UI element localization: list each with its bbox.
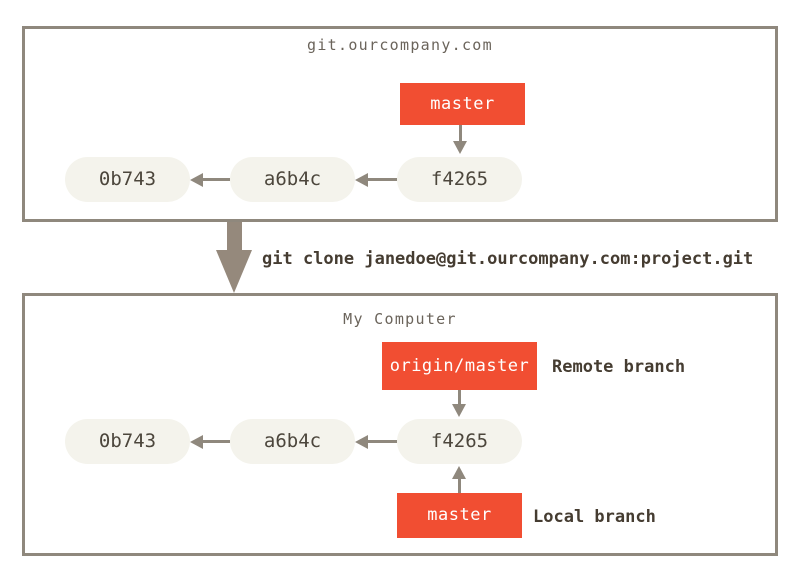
server-commit-arrow-line-2 — [367, 178, 397, 181]
remote-branch-arrowhead-icon — [452, 404, 466, 417]
clone-arrow-shaft — [227, 222, 242, 251]
server-branch-node-master: master — [400, 83, 525, 125]
local-repo-title: My Computer — [343, 310, 457, 328]
local-commit-node-f4265: f4265 — [397, 419, 522, 464]
server-commit-arrow-line-1 — [202, 178, 230, 181]
local-commit-arrow-line-2 — [367, 440, 397, 443]
server-repo-box — [22, 26, 778, 222]
server-repo-title: git.ourcompany.com — [307, 36, 493, 54]
local-commit-arrowhead-icon-2 — [355, 435, 368, 449]
server-commit-node-0b743: 0b743 — [65, 157, 190, 202]
remote-branch-node-origin-master: origin/master — [382, 342, 537, 390]
local-branch-arrow-line — [458, 478, 461, 493]
local-commit-arrow-line-1 — [202, 440, 230, 443]
server-master-arrowhead-icon — [453, 141, 467, 154]
local-branch-node-master: master — [397, 493, 522, 538]
local-branch-arrowhead-icon — [452, 466, 466, 479]
local-commit-node-0b743: 0b743 — [65, 419, 190, 464]
local-branch-annotation: Local branch — [533, 507, 656, 527]
local-repo-box — [22, 293, 778, 556]
clone-arrow-head-icon — [216, 250, 252, 293]
server-commit-node-a6b4c: a6b4c — [230, 157, 355, 202]
remote-branch-annotation: Remote branch — [552, 357, 686, 377]
server-master-arrow-line — [459, 125, 462, 142]
local-commit-node-a6b4c: a6b4c — [230, 419, 355, 464]
server-commit-arrowhead-icon-2 — [355, 173, 368, 187]
server-commit-node-f4265: f4265 — [397, 157, 522, 202]
local-commit-arrowhead-icon-1 — [190, 435, 203, 449]
clone-command-text: git clone janedoe@git.ourcompany.com:pro… — [262, 249, 754, 269]
remote-branch-arrow-line — [458, 390, 461, 405]
server-commit-arrowhead-icon-1 — [190, 173, 203, 187]
